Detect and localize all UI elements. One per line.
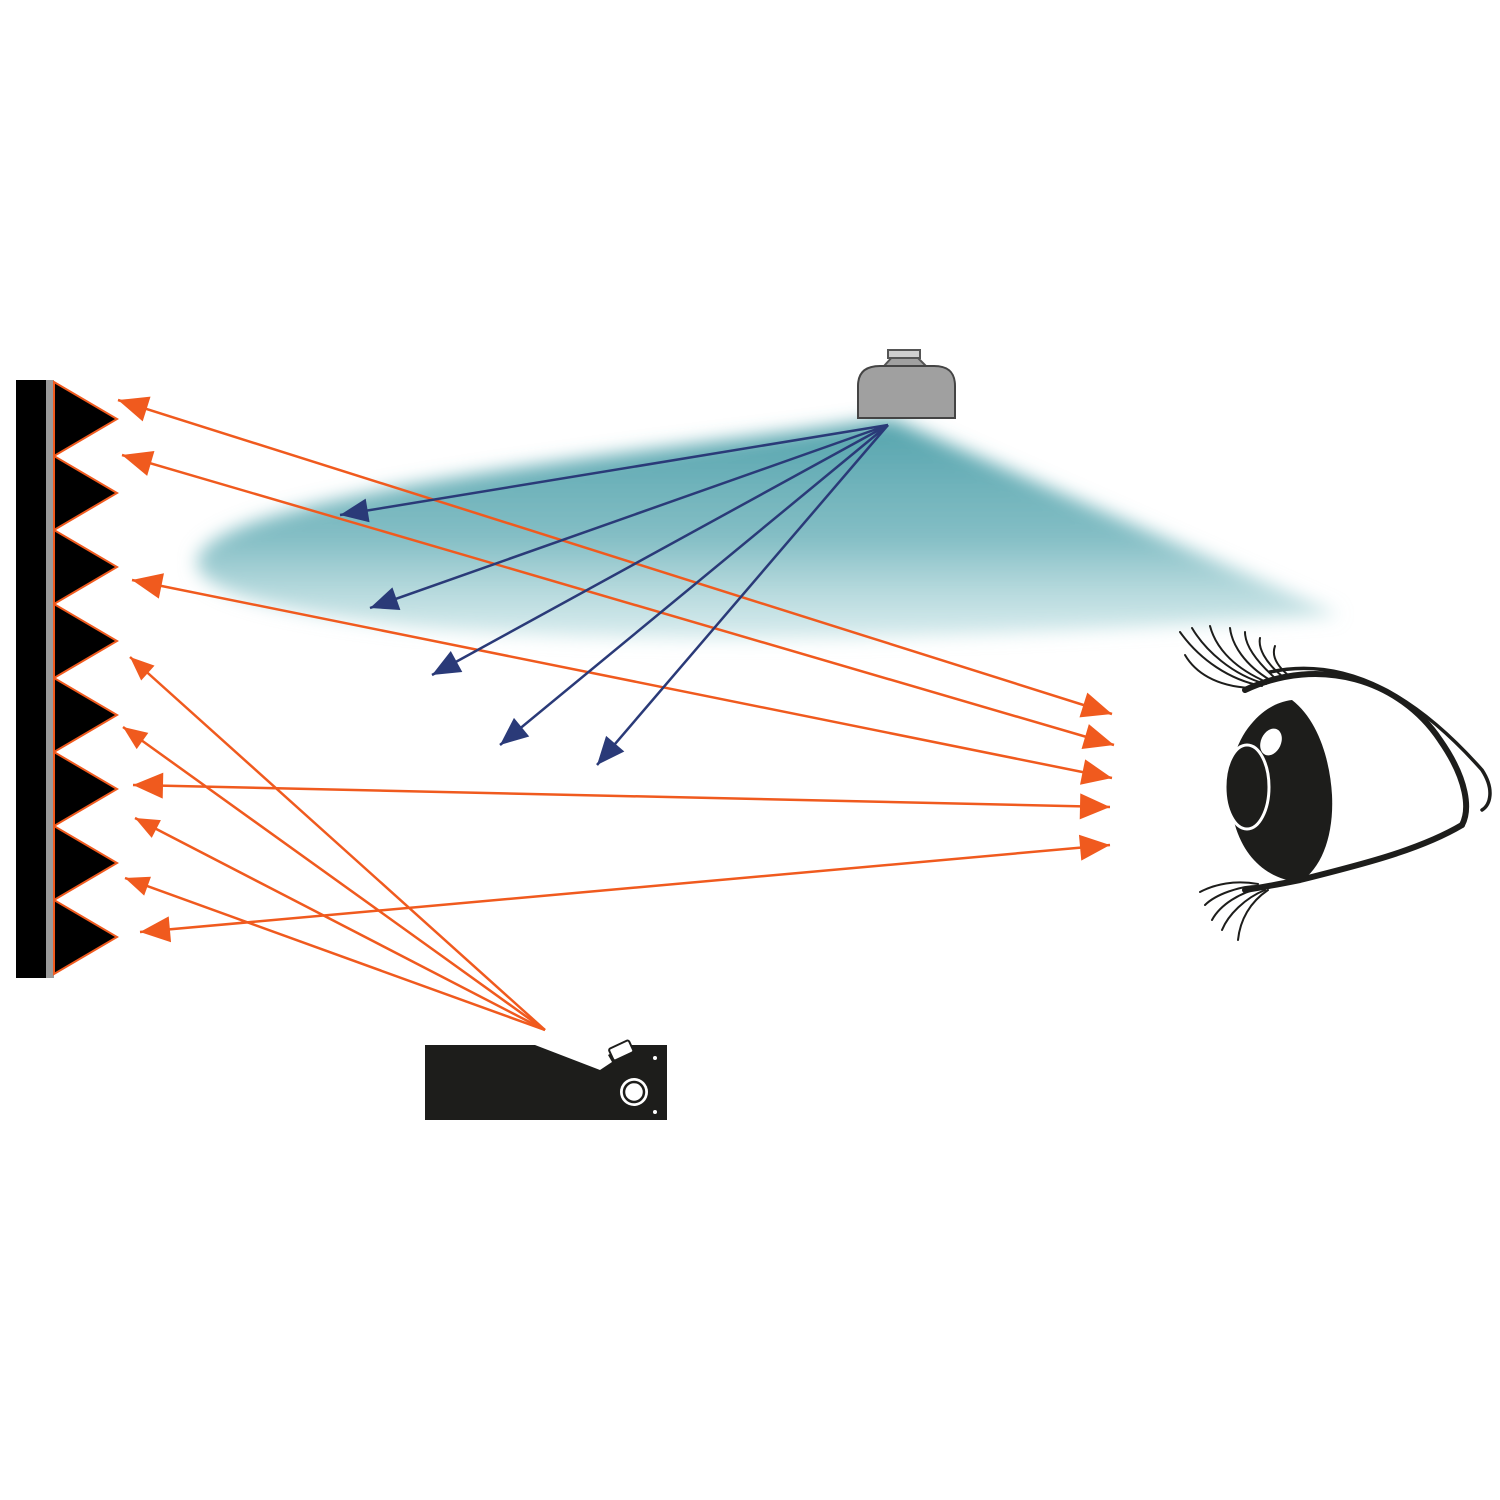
return-ray (117, 398, 1113, 716)
projector-ray-head (123, 727, 149, 750)
scatter-ray (431, 423, 889, 677)
projector-ray-head (130, 657, 155, 681)
return-ray-head (118, 396, 151, 422)
ceiling-light-icon (857, 349, 956, 419)
projector-icon (425, 1039, 667, 1120)
return-ray (132, 783, 1111, 809)
scatter-ray (339, 423, 889, 517)
return-ray-head (140, 916, 172, 943)
wall-prism (53, 898, 119, 976)
orange-rays (117, 396, 1115, 1032)
light-cone (196, 418, 1340, 639)
return-ray (139, 843, 1111, 934)
scatter-ray-head (500, 717, 530, 745)
scatter-ray-head (597, 735, 625, 765)
wall-prism (53, 750, 119, 828)
return-ray-head (1079, 793, 1110, 820)
wall-prism (53, 528, 119, 606)
projector-ray (122, 725, 546, 1032)
wall-prism (53, 824, 119, 902)
wall-prism (53, 454, 119, 532)
return-ray-head (132, 573, 164, 599)
wall-prism (53, 602, 119, 680)
return-ray-head (1079, 692, 1112, 718)
projector-ray (124, 876, 546, 1032)
projector-ray-head (135, 818, 161, 838)
scatter-ray-head (370, 587, 401, 610)
blue-scatter-rays (339, 423, 889, 766)
retroreflective-wall-icon (16, 380, 119, 978)
scatter-ray-head (432, 651, 463, 675)
return-ray-head (1080, 759, 1112, 785)
wall-prisms (53, 380, 119, 976)
wall-prism (53, 676, 119, 754)
return-ray (131, 578, 1113, 780)
projector-ray-head (125, 876, 151, 896)
scatter-ray (369, 423, 889, 610)
return-ray (121, 453, 1115, 747)
scatter-ray (499, 424, 889, 746)
scatter-ray (596, 424, 889, 766)
projector-ray (134, 816, 546, 1032)
return-ray-head (1078, 834, 1110, 861)
return-ray-head (133, 772, 164, 799)
eye-icon (1179, 625, 1492, 941)
scatter-ray-head (340, 498, 370, 523)
return-ray-head (122, 450, 155, 476)
projector-ray (129, 656, 546, 1031)
wall-prism (53, 380, 119, 458)
return-ray-head (1081, 724, 1114, 750)
